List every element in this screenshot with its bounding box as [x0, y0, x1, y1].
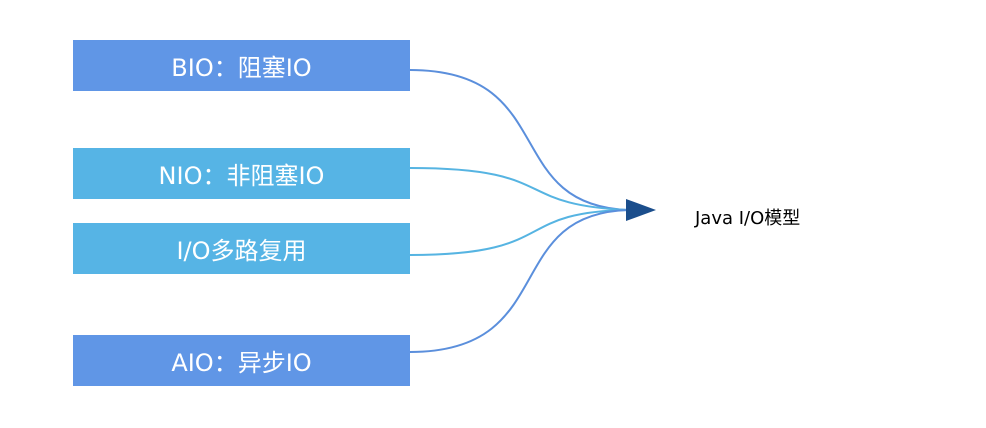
box-bio: BIO：阻塞IO [73, 40, 410, 91]
arrow-head [626, 199, 656, 221]
connector-bio [409, 69, 629, 211]
box-nio: NIO：非阻塞IO [73, 148, 410, 199]
box-nio-label: NIO：非阻塞IO [158, 162, 325, 190]
box-bio-label: BIO：阻塞IO [171, 54, 312, 82]
box-aio: AIO：异步IO [73, 335, 410, 386]
target-label: Java I/O模型 [695, 208, 801, 229]
box-multiplexing: I/O多路复用 [73, 223, 410, 274]
box-aio-label: AIO：异步IO [171, 349, 312, 377]
box-multiplexing-label: I/O多路复用 [176, 237, 307, 265]
connector-aio [409, 209, 629, 353]
connector-nio [409, 167, 629, 211]
connector-multiplexing [409, 209, 629, 256]
